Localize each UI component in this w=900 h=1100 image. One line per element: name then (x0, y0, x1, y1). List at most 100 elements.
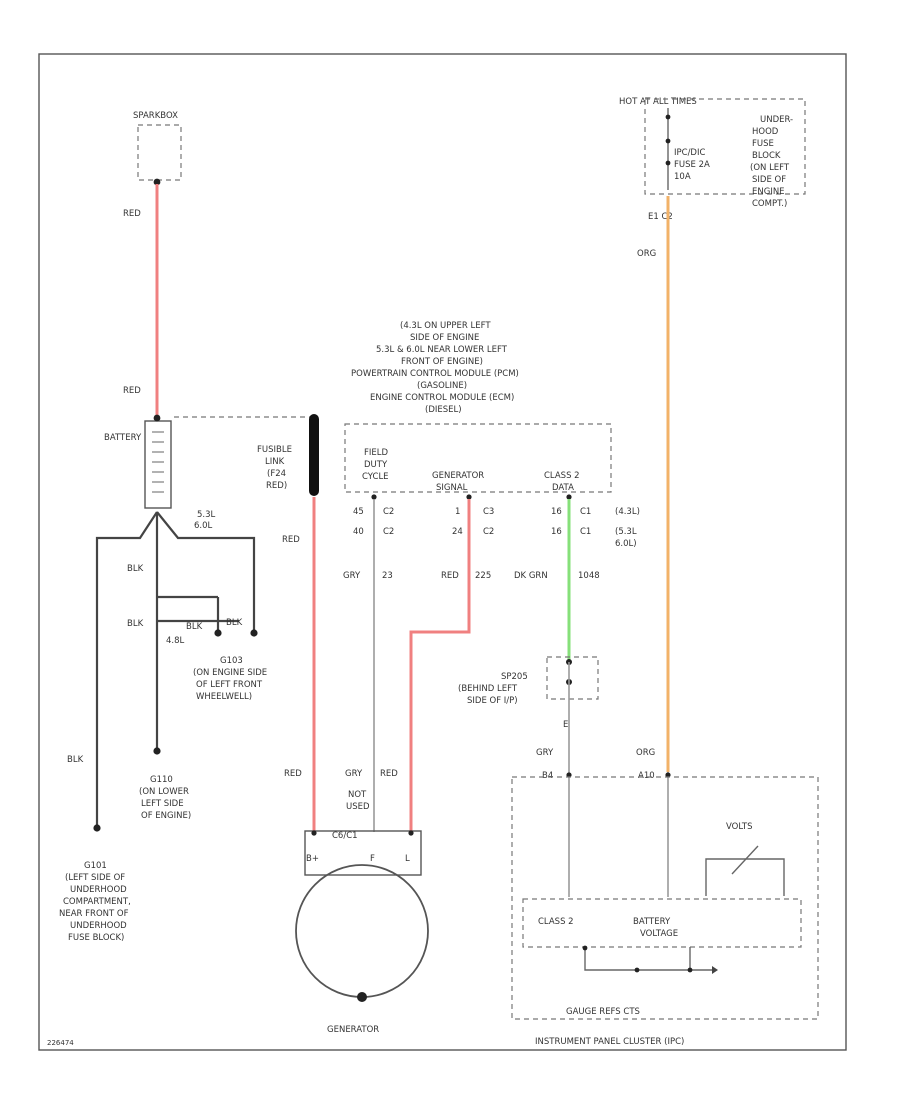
svg-text:IPC/DIC: IPC/DIC (674, 148, 705, 158)
svg-text:G110: G110 (150, 775, 173, 785)
wire-color-red-1: RED (123, 209, 141, 219)
svg-text:BLOCK: BLOCK (752, 151, 781, 161)
svg-text:C1: C1 (580, 527, 591, 537)
pcm-generator-signal: GENERATOR SIGNAL (432, 471, 484, 493)
svg-text:SIGNAL: SIGNAL (436, 483, 468, 493)
svg-text:40: 40 (353, 527, 364, 537)
instrument-panel-cluster (511, 776, 819, 1020)
g103-label: G103 (ON ENGINE SIDE OF LEFT FRONT WHEEL… (193, 656, 267, 702)
sparkbox-terminal (153, 178, 161, 186)
underhood-fuse-block (644, 98, 806, 195)
hot-at-all-times-label: HOT AT ALL TIMES (619, 97, 697, 107)
sp205-splice-pack (546, 656, 599, 700)
g110-label: G110 (ON LOWER LEFT SIDE OF ENGINE) (139, 775, 191, 821)
svg-text:ENGINE: ENGINE (752, 187, 785, 197)
generator-ground-terminal (357, 992, 367, 1002)
svg-text:16: 16 (551, 527, 562, 537)
wire-number-23: 23 (382, 571, 393, 581)
ipc-ground-node-1 (582, 945, 588, 951)
svg-text:(F24: (F24 (267, 469, 286, 479)
svg-text:NEAR FRONT OF: NEAR FRONT OF (59, 909, 129, 919)
svg-text:(5.3L: (5.3L (615, 527, 637, 537)
svg-text:DATA: DATA (552, 483, 574, 493)
svg-text:(4.3L): (4.3L) (615, 507, 640, 517)
fuse-pins-e1-c2: E1 C2 (648, 212, 673, 222)
svg-text:SP205: SP205 (501, 672, 528, 682)
svg-text:C2: C2 (383, 527, 394, 537)
svg-text:CLASS 2: CLASS 2 (544, 471, 580, 481)
wire-color-red-2: RED (123, 386, 141, 396)
wire-color-blk-3: BLK (186, 622, 203, 632)
svg-text:DUTY: DUTY (364, 460, 388, 470)
svg-text:UNDERHOOD: UNDERHOOD (70, 885, 127, 895)
pcm-terminal-field (371, 494, 377, 500)
not-used-label: NOT USED (346, 790, 370, 812)
svg-text:USED: USED (346, 802, 370, 812)
wire-color-blk-5: BLK (67, 755, 84, 765)
ipc-ground-node-3 (687, 967, 693, 973)
svg-text:OF ENGINE): OF ENGINE) (141, 811, 191, 821)
connector-a10: A10 (638, 771, 655, 781)
battery-positive-terminal (153, 414, 161, 422)
svg-text:UNDERHOOD: UNDERHOOD (70, 921, 127, 931)
pcm-field-duty-cycle: FIELD DUTY CYCLE (362, 448, 389, 482)
svg-text:(4.3L ON UPPER LEFT: (4.3L ON UPPER LEFT (400, 321, 491, 331)
svg-text:SIDE OF: SIDE OF (752, 175, 786, 185)
ipc-inner-module (522, 898, 802, 948)
svg-text:FUSE 2A: FUSE 2A (674, 160, 710, 170)
gen-pin-f: F (370, 854, 375, 864)
volts-gauge-needle (731, 845, 759, 875)
svg-text:(GASOLINE): (GASOLINE) (417, 381, 467, 391)
svg-text:RED): RED) (266, 481, 287, 491)
svg-text:(ON ENGINE SIDE: (ON ENGINE SIDE (193, 668, 267, 678)
volts-gauge (705, 858, 785, 896)
ground-terminal-g103a (214, 629, 222, 637)
pcm-module (344, 423, 612, 493)
engine-group-53: 5.3L (197, 510, 216, 520)
sp205-label: SP205 (BEHIND LEFT SIDE OF I/P) (458, 672, 528, 706)
svg-text:1: 1 (455, 507, 460, 517)
svg-text:6.0L): 6.0L) (615, 539, 637, 549)
svg-text:NOT: NOT (348, 790, 367, 800)
svg-text:ENGINE CONTROL MODULE (ECM): ENGINE CONTROL MODULE (ECM) (370, 393, 514, 403)
connector-b4: B4 (542, 771, 553, 781)
wire-color-org-1: ORG (637, 249, 656, 259)
wire-color-blk-1: BLK (127, 564, 144, 574)
ipc-ground-arrow (712, 966, 718, 974)
ipc-class2-label: CLASS 2 (538, 917, 574, 927)
svg-text:C2: C2 (483, 527, 494, 537)
ipc-terminal-b4 (566, 772, 572, 778)
svg-text:LEFT SIDE: LEFT SIDE (141, 799, 184, 809)
ground-wire-g102 (156, 511, 256, 632)
svg-text:C3: C3 (483, 507, 494, 517)
svg-text:FUSE: FUSE (752, 139, 774, 149)
ground-terminal-g110 (153, 747, 161, 755)
svg-text:CYCLE: CYCLE (362, 472, 389, 482)
sparkbox-label: SPARKBOX (133, 111, 178, 121)
svg-text:45: 45 (353, 507, 364, 517)
svg-text:FIELD: FIELD (364, 448, 389, 458)
svg-text:5.3L & 6.0L NEAR LOWER LEFT: 5.3L & 6.0L NEAR LOWER LEFT (376, 345, 508, 355)
engine-variant-43: 4.8L (166, 636, 185, 646)
red-wire-generator-signal (409, 499, 471, 832)
generator-component (295, 864, 429, 998)
wire-color-red-4: RED (284, 769, 302, 779)
gauge-refs-label: GAUGE REFS CTS (566, 1007, 640, 1017)
ipc-battery-voltage-2: VOLTAGE (640, 929, 678, 939)
fuse-terminal-bottom (665, 160, 671, 166)
fuse-terminal-top (665, 114, 671, 120)
svg-text:HOOD: HOOD (752, 127, 779, 137)
gen-pin-l: L (405, 854, 410, 864)
fuse-terminal-mid (665, 138, 671, 144)
svg-text:10A: 10A (674, 172, 691, 182)
svg-text:(ON LOWER: (ON LOWER (139, 787, 189, 797)
figure-id: 226474 (47, 1039, 74, 1047)
wire-color-gry-1: GRY (343, 571, 361, 581)
svg-text:COMPT.): COMPT.) (752, 199, 787, 209)
ipc-label: INSTRUMENT PANEL CLUSTER (IPC) (535, 1037, 684, 1047)
wire-color-red-3: RED (282, 535, 300, 545)
ipc-battery-voltage-1: BATTERY (633, 917, 671, 927)
wire-color-org-2: ORG (636, 748, 655, 758)
wire-number-1048: 1048 (578, 571, 600, 581)
svg-text:LINK: LINK (265, 457, 285, 467)
